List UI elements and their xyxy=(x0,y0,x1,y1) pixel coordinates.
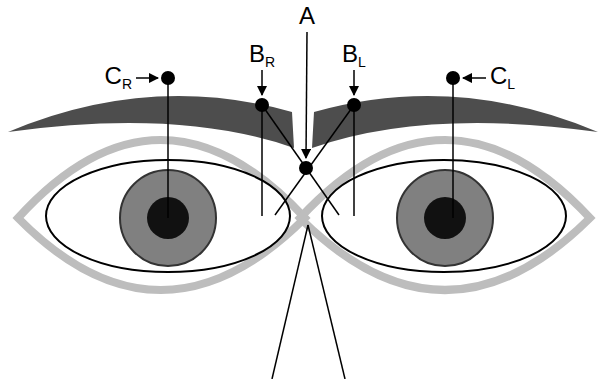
measure-line xyxy=(275,105,354,215)
pointer-arrow xyxy=(136,77,158,79)
point-label: CL xyxy=(490,62,515,91)
measure-line xyxy=(353,105,355,216)
eyelid-outline xyxy=(300,140,590,290)
landmark-dot xyxy=(161,71,175,85)
pupil xyxy=(424,197,466,239)
pointer-arrow xyxy=(463,77,486,79)
nose-line xyxy=(308,225,345,379)
landmark-dot xyxy=(299,161,313,175)
point-label: BL xyxy=(342,40,366,69)
nose-line xyxy=(272,225,308,379)
measure-line xyxy=(261,105,263,216)
point-label: BR xyxy=(249,40,275,69)
landmark-dot xyxy=(446,71,460,85)
pointer-arrow xyxy=(353,70,355,95)
point-label: A xyxy=(299,2,315,30)
landmark-dot xyxy=(347,98,361,112)
pointer-arrow xyxy=(261,70,263,95)
pointer-arrow xyxy=(306,32,307,158)
measure-line xyxy=(452,78,454,218)
measure-line xyxy=(167,78,169,218)
iris xyxy=(397,170,493,266)
eyeball xyxy=(322,160,566,272)
landmark-dot xyxy=(255,98,269,112)
point-label: CR xyxy=(105,62,132,91)
measure-line xyxy=(262,105,339,215)
